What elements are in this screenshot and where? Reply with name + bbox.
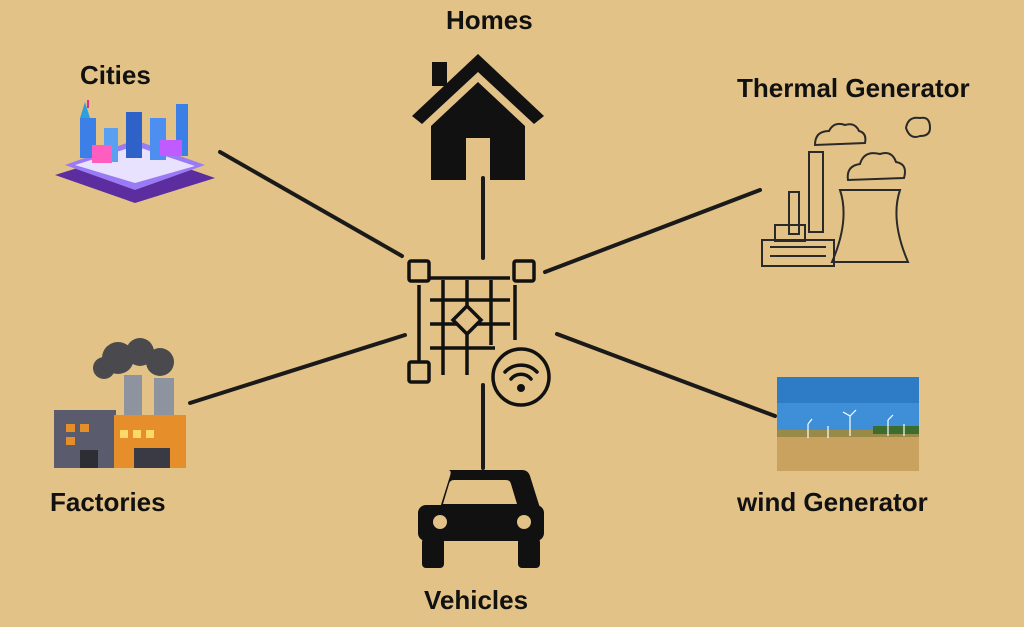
- wind-farm-photo: [777, 377, 919, 471]
- wifi-icon: [491, 347, 551, 407]
- label-vehicles: Vehicles: [424, 585, 529, 615]
- car-icon: [418, 470, 544, 568]
- connector-wind: [555, 332, 777, 418]
- connector-thermal: [543, 188, 762, 274]
- label-wind-generator: wind Generator: [737, 487, 928, 517]
- factory-icon: [54, 338, 186, 468]
- label-factories: Factories: [50, 487, 166, 517]
- label-thermal-generator: Thermal Generator: [737, 73, 970, 103]
- connectors: [188, 150, 777, 470]
- connector-factories: [188, 333, 407, 405]
- smart-grid-icon: [407, 259, 536, 384]
- label-homes: Homes: [446, 5, 533, 35]
- thermal-plant-icon: [761, 116, 932, 267]
- connector-cities: [218, 150, 404, 258]
- house-icon: [412, 54, 544, 180]
- label-cities: Cities: [80, 60, 151, 90]
- city-icon: [55, 100, 215, 203]
